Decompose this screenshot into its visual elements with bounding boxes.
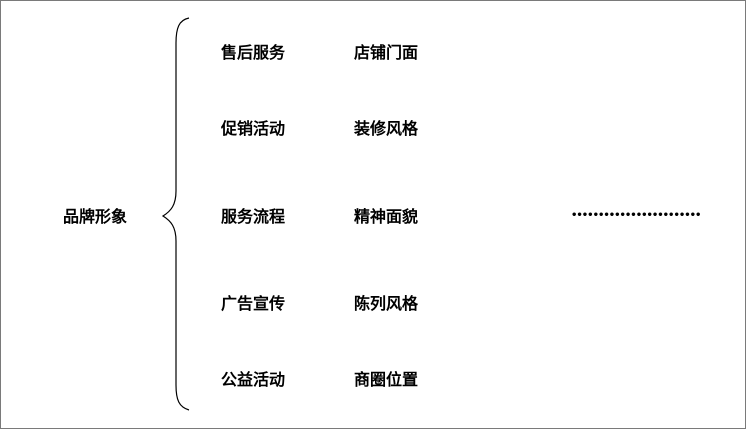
item-left-4: 广告宣传 (221, 294, 286, 313)
item-left-5: 公益活动 (221, 370, 286, 389)
root-node: 品牌形象 (63, 207, 128, 226)
item-left-2: 促销活动 (221, 119, 286, 138)
item-right-5: 商圈位置 (354, 370, 419, 389)
item-right-2: 装修风格 (354, 119, 419, 138)
item-left-3: 服务流程 (221, 207, 286, 226)
item-right-3: 精神面貌 (354, 207, 419, 226)
item-left-1: 售后服务 (221, 43, 286, 62)
continuation-dots: •••••••••••••••••••••••• (571, 210, 701, 221)
item-right-1: 店铺门面 (354, 43, 419, 62)
item-right-4: 陈列风格 (354, 294, 419, 313)
